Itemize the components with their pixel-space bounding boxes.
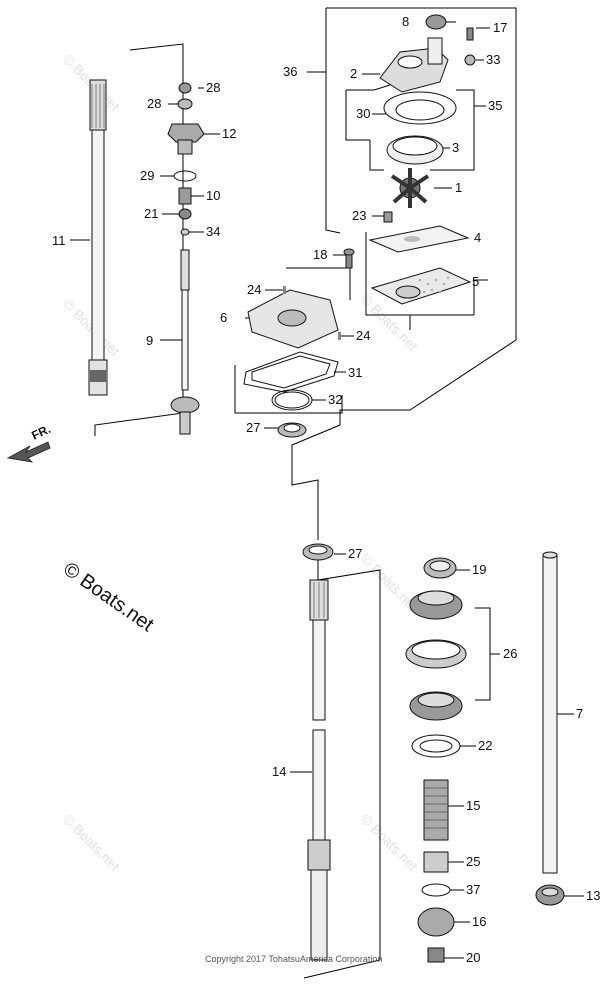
callout-2: 2 [350,66,357,81]
callout-30: 30 [356,106,370,121]
callout-32: 32 [328,392,342,407]
callout-1: 1 [455,180,462,195]
callout-24: 24 [356,328,370,343]
watermark: © Boats.net [60,811,123,874]
leader-lines [70,21,584,959]
callout-14: 14 [272,764,286,779]
callout-5: 5 [472,274,479,289]
water-pump-assembly [343,14,476,305]
callout-24: 24 [247,282,261,297]
callout-15: 15 [466,798,480,813]
callout-19: 19 [472,562,486,577]
callout-37: 37 [466,882,480,897]
callout-18: 18 [313,247,327,262]
propeller-shaft-14 [307,579,331,961]
watermark: © Boats.net [358,811,421,874]
callout-labels: 8 17 33 36 2 35 30 3 1 23 4 18 5 28 28 1… [52,14,600,965]
callout-23: 23 [352,208,366,223]
copyright-text: Copyright 2017 TohatsuAmerica Corporatio… [205,954,382,964]
callout-20: 20 [466,950,480,965]
impeller [390,168,430,208]
callout-27: 27 [348,546,362,561]
callout-8: 8 [402,14,409,29]
bracket-lines [234,71,500,701]
callout-10: 10 [206,188,220,203]
callout-33: 33 [486,52,500,67]
callout-31: 31 [348,365,362,380]
callout-21: 21 [144,206,158,221]
callout-35: 35 [488,98,502,113]
callout-26: 26 [503,646,517,661]
callout-28: 28 [206,80,220,95]
callout-13: 13 [586,888,600,903]
shaft-9 [170,249,200,435]
callout-34: 34 [206,224,220,239]
callout-9: 9 [146,333,153,348]
drive-shaft-11 [88,79,108,396]
front-direction-arrow: FR. [6,422,53,463]
callout-29: 29 [140,168,154,183]
callout-4: 4 [474,230,481,245]
callout-22: 22 [478,738,492,753]
callout-36: 36 [283,64,297,79]
callout-12: 12 [222,126,236,141]
callout-16: 16 [472,914,486,929]
callout-11: 11 [52,233,66,248]
front-direction-label: FR. [29,422,52,443]
watermark-main: © Boats.net [59,558,158,636]
callout-6: 6 [220,310,227,325]
gear-stack-parts [167,82,205,236]
tube-7 [535,551,565,906]
callout-28: 28 [147,96,161,111]
callout-25: 25 [466,854,480,869]
callout-27: 27 [246,420,260,435]
callout-17: 17 [493,20,507,35]
callout-3: 3 [452,140,459,155]
pump-housing-6 [243,286,341,411]
callout-7: 7 [576,706,583,721]
gear-stack-lower [405,557,467,963]
